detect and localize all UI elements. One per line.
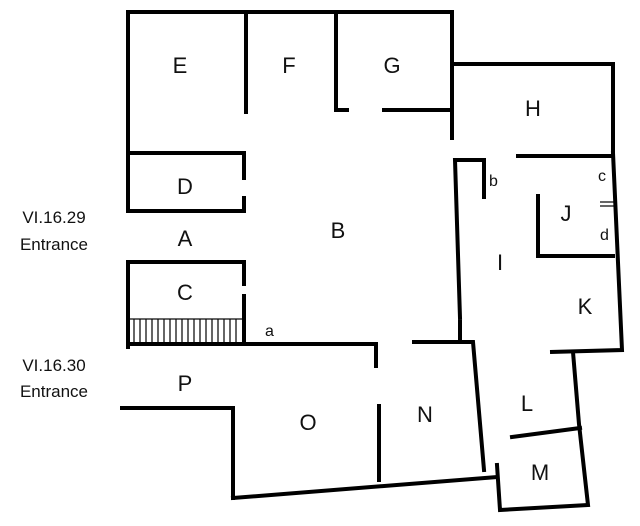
room-label-f: F (282, 53, 295, 78)
room-label-c: C (177, 280, 193, 305)
room-label-h: H (525, 96, 541, 121)
room-label-j: J (561, 201, 572, 226)
room-label-n: N (417, 402, 433, 427)
room-label-a: A (178, 226, 193, 251)
entrance-word-29: Entrance (20, 235, 88, 254)
stairs-hatching (127, 318, 245, 345)
room-label-k: K (578, 294, 593, 319)
feature-label-d: d (600, 227, 609, 244)
entrance-labels: VI.16.29 Entrance VI.16.30 Entrance (20, 208, 88, 401)
room-label-m: M (531, 460, 549, 485)
room-label-l: L (521, 391, 533, 416)
walls (120, 10, 625, 513)
room-label-b: B (331, 218, 346, 243)
room-label-i: I (497, 250, 503, 275)
entrance-code-30: VI.16.30 (22, 356, 85, 375)
room-label-o: O (299, 410, 316, 435)
feature-labels: a b c d (265, 168, 609, 340)
feature-label-a: a (265, 323, 274, 340)
room-label-e: E (173, 53, 188, 78)
feature-c-mark (600, 201, 616, 207)
entrance-code-29: VI.16.29 (22, 208, 85, 227)
entrance-word-30: Entrance (20, 382, 88, 401)
feature-label-c: c (598, 168, 606, 185)
room-label-g: G (383, 53, 400, 78)
room-label-p: P (178, 371, 193, 396)
feature-label-b: b (489, 173, 498, 190)
room-labels: E F G H D A B C J I K P O N L M (173, 53, 593, 485)
room-label-d: D (177, 174, 193, 199)
